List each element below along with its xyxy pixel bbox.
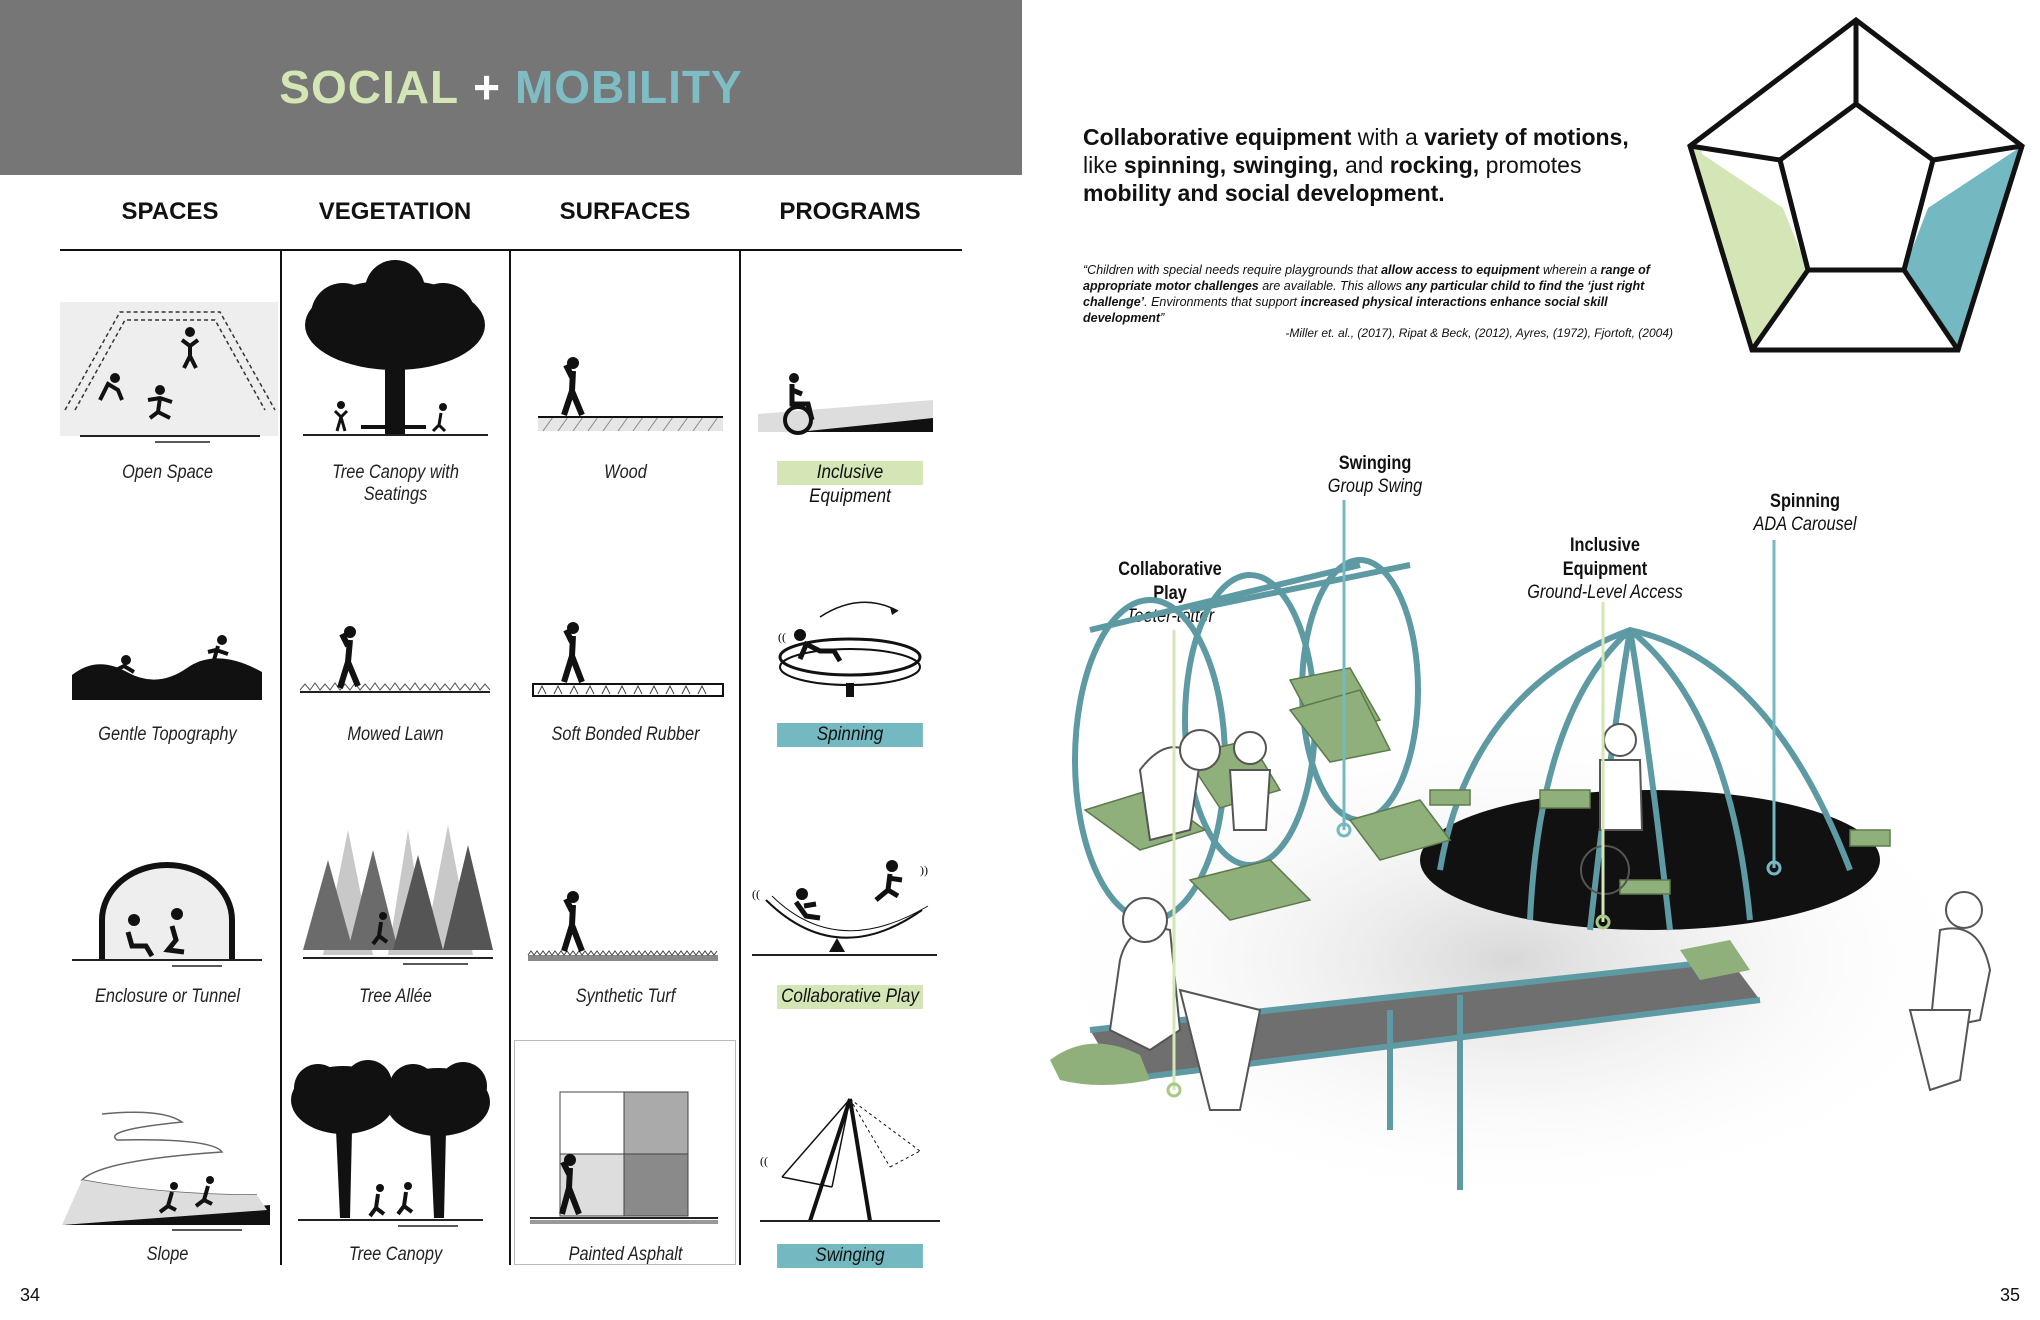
column-divider <box>280 250 282 1265</box>
cell-label-tree-canopy: Tree Canopy <box>348 1244 443 1265</box>
program-tag-inclusive-equipment: Inclusive Equipment <box>777 461 923 507</box>
header-divider <box>60 249 962 251</box>
swinging-icon: (( <box>760 1098 940 1222</box>
cell-label-wood: Wood <box>604 462 647 483</box>
gentle-topography-icon <box>72 635 262 700</box>
page-number-right: 35 <box>2000 1285 2021 1305</box>
page-number-left: 34 <box>20 1285 41 1305</box>
callout-title-spinning: Spinning <box>1770 491 1840 512</box>
headline: Collaborative equipment with a variety o… <box>1083 124 1629 206</box>
header-band <box>0 0 1022 175</box>
citation: -Miller et. al., (2017), Ripat & Beck, (… <box>1285 326 1673 340</box>
svg-text:((: (( <box>752 887 760 901</box>
svg-text:((: (( <box>778 630 786 644</box>
cell-label-gentle-topography: Gentle Topography <box>98 724 237 745</box>
adult-figure <box>1908 891 1992 1092</box>
cell-label-mowed-lawn: Mowed Lawn <box>347 724 444 745</box>
cell-label-tree-canopy-seatings: Tree Canopy with Seatings <box>332 462 459 505</box>
slope-icon <box>62 1111 270 1231</box>
cell-label-painted-asphalt: Painted Asphalt <box>568 1244 683 1265</box>
tree-canopy-icon <box>291 1060 490 1227</box>
cell-label-open-space: Open Space <box>122 462 213 483</box>
cell-label-soft-bonded-rubber: Soft Bonded Rubber <box>551 724 700 745</box>
carousel-seats <box>1429 789 1891 895</box>
synthetic-turf-icon <box>527 891 718 961</box>
callout-subtitle-group-swing: Group Swing <box>1327 476 1423 497</box>
wheelchair-user-figure <box>1580 723 1644 895</box>
cell-label-synthetic-turf: Synthetic Turf <box>575 986 676 1007</box>
svg-text:((: (( <box>760 1154 768 1168</box>
program-tag-spinning: Spinning <box>777 723 923 747</box>
column-divider <box>509 250 511 1265</box>
program-tag-swinging: Swinging <box>777 1244 923 1268</box>
column-header-programs: PROGRAMS <box>779 198 921 225</box>
painted-asphalt-frame <box>514 1040 736 1265</box>
playground-illustration <box>1030 500 1992 1210</box>
svg-text:)): )) <box>920 863 928 877</box>
cell-label-tree-allee: Tree Allée <box>359 986 432 1007</box>
spinning-icon: (( <box>778 601 922 697</box>
callout-subtitle-ada-carousel: ADA Carousel <box>1753 514 1857 535</box>
column-header-vegetation: VEGETATION <box>318 198 472 225</box>
column-divider <box>739 250 741 1265</box>
collaborative-play-icon: (( )) <box>752 860 937 956</box>
page-title: SOCIAL+MOBILITY <box>279 61 743 113</box>
callout-title-inclusive-equipment: Inclusive Equipment <box>1562 535 1648 580</box>
callout-title-swinging: Swinging <box>1338 453 1412 474</box>
cell-label-slope: Slope <box>146 1244 189 1265</box>
painted-asphalt-icon <box>530 1091 718 1224</box>
mowed-lawn-icon <box>299 626 491 693</box>
tree-canopy-seating-icon <box>303 260 488 436</box>
open-space-icon <box>60 302 278 443</box>
soft-bonded-rubber-icon <box>532 622 724 697</box>
research-quote: “Children with special needs require pla… <box>1083 263 1650 325</box>
tree-allee-icon <box>303 825 493 965</box>
cell-label-enclosure-tunnel: Enclosure or Tunnel <box>94 986 241 1007</box>
column-header-spaces: SPACES <box>121 198 219 225</box>
carousel-base <box>1420 790 1880 930</box>
teeter-totter <box>1050 940 1761 1190</box>
callout-leaders <box>1166 500 1782 1098</box>
wood-surface-icon <box>538 357 723 432</box>
child-figure <box>1108 729 1272 1111</box>
program-tag-collaborative-play: Collaborative Play <box>777 985 923 1009</box>
column-header-surfaces: SURFACES <box>559 198 691 225</box>
pentagon-diagram <box>1687 16 2025 353</box>
callout-subtitle-ground-level-access: Ground-Level Access <box>1527 582 1683 603</box>
inclusive-equipment-icon <box>758 373 933 435</box>
enclosure-tunnel-icon <box>72 862 262 967</box>
